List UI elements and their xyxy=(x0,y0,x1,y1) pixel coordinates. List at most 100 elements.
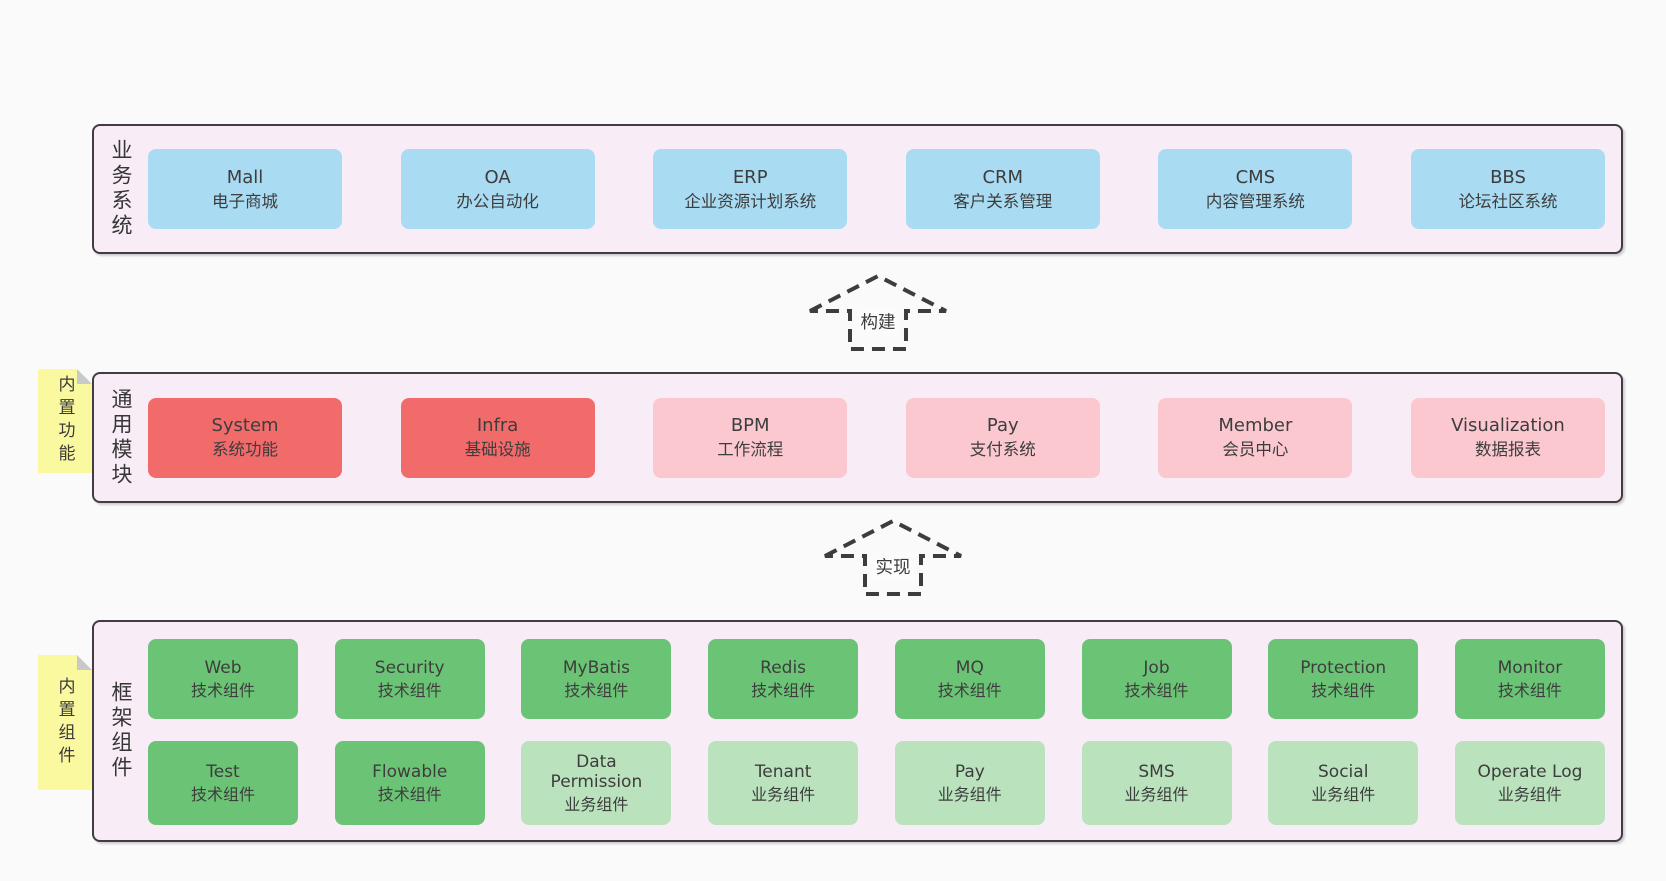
box-system: System 系统功能 xyxy=(148,397,342,478)
box-name: Operate Log xyxy=(1477,761,1583,782)
layer-framework-components: 框架组件 Web 技术组件 Security 技术组件 MyBatis 技术组件… xyxy=(92,620,1623,842)
box-subtitle: 技术组件 xyxy=(751,680,816,700)
box-subtitle: 业务组件 xyxy=(1311,784,1376,804)
box-name: Visualization xyxy=(1451,415,1565,437)
box-subtitle: 业务组件 xyxy=(751,784,816,804)
box-subtitle: 工作流程 xyxy=(717,440,784,460)
component-grid-bottom-row: Test 技术组件 Flowable 技术组件 Data Permission … xyxy=(148,741,1605,825)
folded-corner-icon xyxy=(77,369,92,384)
box-pay-biz: Pay 业务组件 xyxy=(894,741,1045,825)
box-name: Mall xyxy=(226,166,264,188)
box-subtitle: 论坛社区系统 xyxy=(1458,191,1558,211)
box-name: System xyxy=(211,415,279,437)
box-subtitle: 会员中心 xyxy=(1222,440,1289,460)
box-name: Flowable xyxy=(372,761,448,782)
arrow-build-label: 构建 xyxy=(856,307,900,336)
box-subtitle: 业务组件 xyxy=(1497,784,1562,804)
box-name: SMS xyxy=(1138,761,1175,782)
box-protection: Protection 技术组件 xyxy=(1268,639,1419,719)
box-name: Data Permission xyxy=(550,751,643,793)
box-sms: SMS 业务组件 xyxy=(1081,741,1232,825)
box-flowable: Flowable 技术组件 xyxy=(334,741,485,825)
box-subtitle: 基础设施 xyxy=(464,440,531,460)
box-name: Tenant xyxy=(754,761,812,782)
box-subtitle: 技术组件 xyxy=(190,680,255,700)
arrow-implement-label: 实现 xyxy=(871,552,915,581)
note-text: 内置功能 xyxy=(54,375,75,467)
up-arrow-dashed-icon xyxy=(809,273,947,351)
module-boxes-row: System 系统功能 Infra 基础设施 BPM 工作流程 Pay 支付系统… xyxy=(148,374,1605,501)
up-arrow-dashed-icon xyxy=(824,518,962,596)
box-subtitle: 技术组件 xyxy=(937,680,1002,700)
layer-common-modules-label: 通用模块 xyxy=(109,387,133,488)
box-name: MQ xyxy=(955,657,984,678)
box-cms: CMS 内容管理系统 xyxy=(1158,149,1353,229)
layer-business-systems-label: 业务系统 xyxy=(109,139,133,239)
box-bbs: BBS 论坛社区系统 xyxy=(1410,149,1605,229)
box-name: MyBatis xyxy=(562,657,630,678)
box-subtitle: 技术组件 xyxy=(377,784,442,804)
folded-corner-icon xyxy=(77,655,92,670)
box-name: OA xyxy=(484,166,511,188)
box-job: Job 技术组件 xyxy=(1081,639,1232,719)
box-crm: CRM 客户关系管理 xyxy=(905,149,1100,229)
box-name: BPM xyxy=(730,415,770,437)
box-subtitle: 内容管理系统 xyxy=(1205,191,1305,211)
box-name: Job xyxy=(1143,657,1170,678)
box-subtitle: 业务组件 xyxy=(1124,784,1189,804)
box-social: Social 业务组件 xyxy=(1268,741,1419,825)
box-bpm: BPM 工作流程 xyxy=(653,397,848,478)
box-member: Member 会员中心 xyxy=(1158,397,1353,478)
box-subtitle: 数据报表 xyxy=(1474,440,1541,460)
arrow-build: 构建 xyxy=(802,271,954,353)
note-built-in-components: 内置组件 xyxy=(38,655,92,790)
box-subtitle: 技术组件 xyxy=(564,680,629,700)
box-data-permission: Data Permission 业务组件 xyxy=(521,741,672,825)
box-name: Member xyxy=(1218,415,1293,437)
box-subtitle: 技术组件 xyxy=(190,784,255,804)
box-subtitle: 技术组件 xyxy=(1497,680,1562,700)
box-subtitle: 技术组件 xyxy=(377,680,442,700)
box-subtitle: 支付系统 xyxy=(969,440,1036,460)
box-name: Monitor xyxy=(1497,657,1563,678)
box-pay: Pay 支付系统 xyxy=(905,397,1100,478)
box-name: Security xyxy=(374,657,445,678)
business-boxes-row: Mall 电子商城 OA 办公自动化 ERP 企业资源计划系统 CRM 客户关系… xyxy=(148,126,1605,252)
box-name: CMS xyxy=(1235,166,1276,188)
box-name: BBS xyxy=(1490,166,1526,188)
box-erp: ERP 企业资源计划系统 xyxy=(653,149,848,229)
box-subtitle: 系统功能 xyxy=(212,440,278,460)
component-grid: Web 技术组件 Security 技术组件 MyBatis 技术组件 Redi… xyxy=(148,639,1605,825)
box-name: Social xyxy=(1318,761,1369,782)
component-grid-top-row: Web 技术组件 Security 技术组件 MyBatis 技术组件 Redi… xyxy=(148,639,1605,719)
box-name: Redis xyxy=(760,657,807,678)
box-oa: OA 办公自动化 xyxy=(400,149,595,229)
box-subtitle: 技术组件 xyxy=(1124,680,1189,700)
box-visualization: Visualization 数据报表 xyxy=(1410,397,1605,478)
box-subtitle: 客户关系管理 xyxy=(953,191,1053,211)
layer-business-systems: 业务系统 Mall 电子商城 OA 办公自动化 ERP 企业资源计划系统 CRM… xyxy=(92,124,1623,254)
box-subtitle: 电子商城 xyxy=(212,191,278,211)
box-mall: Mall 电子商城 xyxy=(148,149,342,229)
box-subtitle: 业务组件 xyxy=(937,784,1002,804)
layer-common-modules: 通用模块 System 系统功能 Infra 基础设施 BPM 工作流程 Pay… xyxy=(92,372,1623,503)
box-subtitle: 办公自动化 xyxy=(456,191,539,211)
box-infra: Infra 基础设施 xyxy=(400,397,595,478)
box-name: Web xyxy=(204,657,242,678)
box-monitor: Monitor 技术组件 xyxy=(1454,639,1605,719)
box-name: Infra xyxy=(476,415,519,437)
box-name: ERP xyxy=(732,166,768,188)
box-mybatis: MyBatis 技术组件 xyxy=(521,639,672,719)
arrow-implement: 实现 xyxy=(817,516,969,598)
box-name: Protection xyxy=(1300,657,1387,678)
note-built-in-features: 内置功能 xyxy=(38,369,92,473)
box-tenant: Tenant 业务组件 xyxy=(708,741,859,825)
box-subtitle: 技术组件 xyxy=(1311,680,1376,700)
box-mq: MQ 技术组件 xyxy=(894,639,1045,719)
box-name: Test xyxy=(206,761,240,782)
box-name: Pay xyxy=(954,761,985,782)
box-subtitle: 企业资源计划系统 xyxy=(684,191,817,211)
box-name: CRM xyxy=(982,166,1024,188)
box-name: Pay xyxy=(986,415,1019,437)
box-web: Web 技术组件 xyxy=(148,639,298,719)
